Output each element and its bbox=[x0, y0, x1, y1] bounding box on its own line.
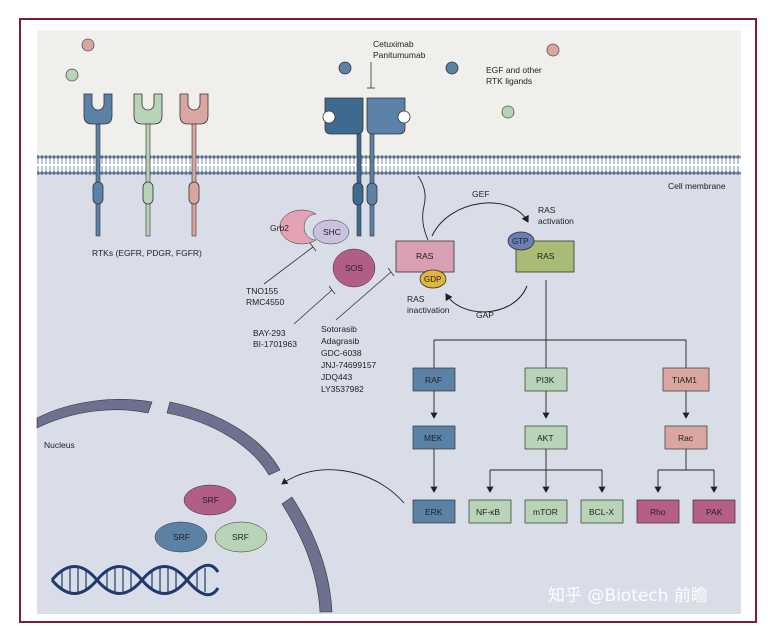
mtor-node bbox=[524, 499, 568, 524]
rmc4550-label: RMC4550 bbox=[246, 297, 285, 307]
sos-shape bbox=[332, 248, 376, 288]
tno155-label: TNO155 bbox=[246, 286, 278, 296]
gef-arrow bbox=[431, 202, 529, 237]
akt-label: AKT bbox=[537, 433, 554, 443]
rtks-label: RTKs (EGFR, PDGR, FGFR) bbox=[92, 248, 202, 258]
rtk-pink bbox=[179, 93, 209, 237]
gtp-label: GTP bbox=[512, 237, 528, 246]
bi1701963-label: BI-1701963 bbox=[253, 339, 297, 349]
adagrasib-label: Adagrasib bbox=[321, 336, 360, 346]
nfkb-node bbox=[468, 499, 512, 524]
rho-node bbox=[636, 499, 680, 524]
branch-connectors bbox=[433, 280, 687, 368]
shc-shape bbox=[312, 219, 350, 245]
gdp-token bbox=[419, 269, 447, 289]
ras-gdp-label: RAS bbox=[416, 251, 434, 261]
sos-inhibition bbox=[293, 289, 333, 325]
ligand-label-1: EGF and other bbox=[486, 65, 542, 75]
ligand-label-2: RTK ligands bbox=[486, 76, 532, 86]
mtor-label: mTOR bbox=[533, 507, 558, 517]
gap-arrow bbox=[445, 285, 528, 313]
mek-label: MEK bbox=[424, 433, 443, 443]
ras-tether bbox=[417, 175, 429, 241]
sos-label: SOS bbox=[345, 263, 363, 273]
raf-label: RAF bbox=[425, 375, 442, 385]
gdc6038-label: GDC-6038 bbox=[321, 348, 362, 358]
bay293-label: BAY-293 bbox=[253, 328, 286, 338]
ras-activation-1: RAS bbox=[538, 205, 556, 215]
gtp-token bbox=[507, 231, 535, 251]
srf-left-label: SRF bbox=[173, 532, 190, 542]
bclx-node bbox=[580, 499, 624, 524]
cytoplasm bbox=[37, 172, 741, 614]
ly3537982-label: LY3537982 bbox=[321, 384, 364, 394]
rtk-green bbox=[133, 93, 163, 237]
ras-gdp bbox=[395, 240, 455, 273]
pak-label: PAK bbox=[706, 507, 723, 517]
rtk-blue bbox=[83, 93, 113, 237]
ras-inactivation-1: RAS bbox=[407, 294, 425, 304]
srf-left bbox=[154, 521, 208, 553]
rho-label: Rho bbox=[650, 507, 666, 517]
nuclear-envelope bbox=[36, 399, 333, 613]
shp2-inhibition bbox=[263, 246, 314, 285]
cetuximab-label: Cetuximab bbox=[373, 39, 414, 49]
srf-top bbox=[183, 484, 237, 516]
gap-label: GAP bbox=[476, 310, 494, 320]
akt-branch bbox=[486, 449, 606, 493]
srf-top-label: SRF bbox=[202, 495, 219, 505]
ras-activation-2: activation bbox=[538, 216, 574, 226]
srf-right-label: SRF bbox=[232, 532, 249, 542]
erk-node bbox=[412, 499, 456, 524]
extracellular-space bbox=[37, 30, 741, 156]
bclx-label: BCL-X bbox=[589, 507, 614, 517]
kras-inhibition bbox=[335, 271, 392, 321]
gdp-label: GDP bbox=[424, 275, 441, 284]
tiam1-label: TIAM1 bbox=[672, 375, 697, 385]
ras-gtp-label: RAS bbox=[537, 251, 555, 261]
sotorasib-label: Sotorasib bbox=[321, 324, 357, 334]
dna-helix bbox=[50, 563, 220, 597]
shc-label: SHC bbox=[323, 227, 341, 237]
nfkb-label: NF-κB bbox=[476, 507, 500, 517]
nucleus-label: Nucleus bbox=[44, 440, 75, 450]
erk-to-nucleus-arrow bbox=[281, 469, 405, 504]
egfr-dimer bbox=[322, 97, 411, 237]
grb2-label: Grb2 bbox=[270, 223, 289, 233]
ligands bbox=[65, 38, 560, 119]
jnj74699157-label: JNJ-74699157 bbox=[321, 360, 377, 370]
rac-branch bbox=[654, 449, 718, 493]
gef-label: GEF bbox=[472, 189, 489, 199]
erk-label: ERK bbox=[425, 507, 443, 517]
rac-label: Rac bbox=[678, 433, 694, 443]
grb2-shape bbox=[279, 209, 317, 245]
membrane-label: Cell membrane bbox=[668, 181, 726, 191]
watermark: 知乎 @Biotech 前瞻 bbox=[548, 586, 708, 606]
pi3k-label: PI3K bbox=[536, 375, 555, 385]
srf-right bbox=[214, 521, 268, 553]
cell-membrane bbox=[37, 153, 741, 175]
panitumumab-label: Panitumumab bbox=[373, 50, 426, 60]
pak-node bbox=[692, 499, 736, 524]
jdq443-label: JDQ443 bbox=[321, 372, 352, 382]
ras-inactivation-2: inactivation bbox=[407, 305, 450, 315]
